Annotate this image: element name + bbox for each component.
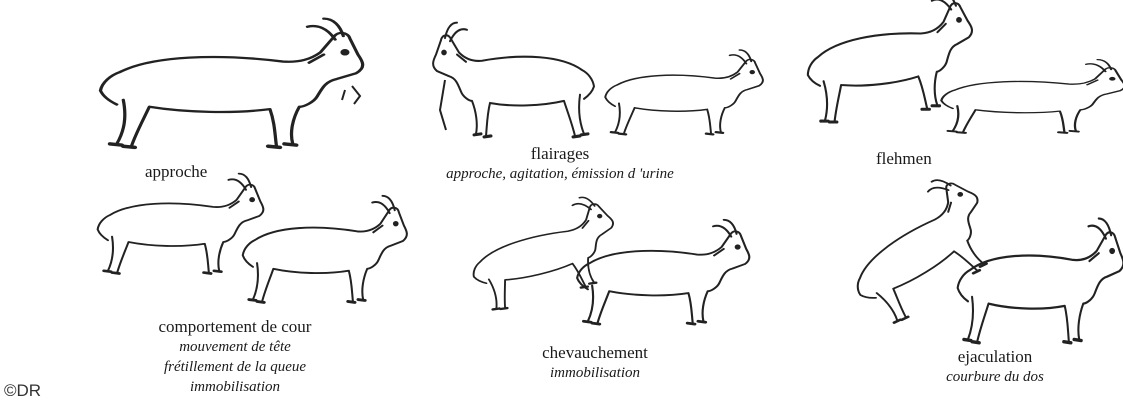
copyright-notice: ©DR [4, 381, 41, 401]
caption-flairages: flairages approche, agitation, émission … [345, 144, 775, 184]
goats-flehmen [799, 0, 1123, 133]
goats-comportement-de-cour [98, 174, 407, 303]
caption-sub: mouvement de tête [90, 337, 380, 357]
goats-chevauchement [456, 192, 750, 324]
caption-flehmen: flehmen [876, 149, 932, 169]
caption-sub: frétillement de la queue [90, 357, 380, 377]
caption-comportement-de-cour: comportement de cour mouvement de tête f… [90, 317, 380, 397]
caption-title: flehmen [876, 149, 932, 169]
caption-sub: immobilisation [90, 377, 380, 397]
caption-chevauchement: chevauchement immobilisation [480, 343, 710, 383]
caption-title: approche [145, 162, 207, 182]
caption-ejaculation: ejaculation courbure du dos [900, 347, 1090, 387]
caption-sub: approche, agitation, émission d 'urine [345, 164, 775, 184]
caption-title: chevauchement [480, 343, 710, 363]
caption-title: ejaculation [900, 347, 1090, 367]
goat-approche [100, 19, 362, 148]
caption-title: flairages [345, 144, 775, 164]
goats-ejaculation [821, 169, 1123, 343]
caption-sub: courbure du dos [900, 367, 1090, 387]
goats-flairages [433, 23, 763, 137]
caption-title: comportement de cour [90, 317, 380, 337]
caption-sub: immobilisation [480, 363, 710, 383]
caption-approche: approche [145, 162, 207, 182]
